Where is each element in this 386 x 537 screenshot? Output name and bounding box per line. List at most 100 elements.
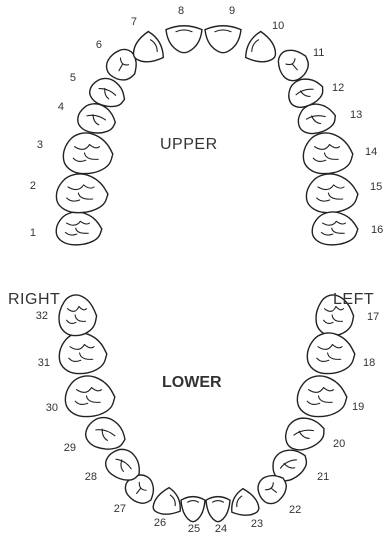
tooth-groove: [323, 306, 337, 312]
tooth-24[interactable]: [205, 495, 231, 523]
tooth-4[interactable]: [76, 101, 118, 136]
tooth-outline: [297, 103, 337, 135]
tooth-number-20: 20: [333, 438, 345, 450]
tooth-groove: [320, 231, 334, 236]
tooth-groove: [66, 306, 80, 312]
tooth-number-22: 22: [289, 504, 301, 516]
tooth-number-16: 16: [371, 224, 383, 236]
tooth-outline: [311, 211, 359, 246]
tooth-22[interactable]: [252, 468, 292, 508]
tooth-groove: [65, 220, 81, 226]
tooth-outline: [77, 103, 117, 134]
tooth-16[interactable]: [311, 211, 359, 246]
tooth-outline: [58, 294, 98, 337]
tooth-number-23: 23: [251, 518, 263, 530]
tooth-25[interactable]: [180, 495, 206, 523]
tooth-groove: [66, 319, 77, 325]
tooth-groove: [328, 144, 341, 149]
tooth-18[interactable]: [306, 332, 356, 375]
tooth-groove: [285, 58, 296, 66]
tooth-12[interactable]: [284, 73, 327, 111]
tooth-groove: [86, 114, 107, 121]
tooth-1[interactable]: [55, 211, 103, 246]
tooth-outline: [165, 25, 203, 54]
tooth-groove: [136, 487, 142, 495]
tooth-32[interactable]: [58, 294, 98, 337]
tooth-17[interactable]: [315, 294, 355, 337]
tooth-groove: [74, 400, 89, 406]
tooth-outline: [62, 132, 114, 175]
tooth-29[interactable]: [83, 414, 129, 454]
tooth-groove: [67, 184, 85, 191]
tooth-3[interactable]: [62, 132, 114, 175]
right-side-label: RIGHT: [8, 291, 60, 308]
tooth-groove: [98, 88, 117, 96]
tooth-15[interactable]: [305, 173, 359, 214]
tooth-outline: [205, 495, 231, 523]
tooth-outline: [204, 25, 242, 54]
tooth-number-18: 18: [363, 357, 375, 369]
tooth-groove: [293, 429, 315, 436]
tooth-6[interactable]: [102, 44, 144, 86]
tooth-outline: [231, 487, 260, 516]
tooth-19[interactable]: [296, 375, 348, 418]
tooth-groove: [331, 314, 344, 322]
tooth-9[interactable]: [204, 25, 242, 54]
tooth-groove: [283, 463, 296, 469]
tooth-groove: [299, 90, 311, 97]
tooth-groove: [316, 357, 330, 363]
tooth-groove: [79, 352, 94, 360]
tooth-number-24: 24: [215, 523, 227, 535]
tooth-groove: [68, 357, 82, 363]
tooth-groove: [78, 306, 88, 311]
tooth-outline: [180, 495, 206, 523]
tooth-outline: [55, 211, 103, 246]
tooth-outline: [152, 486, 181, 515]
tooth-outline: [58, 332, 108, 375]
tooth-10[interactable]: [242, 29, 282, 69]
tooth-groove: [75, 227, 89, 234]
tooth-groove: [298, 430, 310, 439]
tooth-groove: [214, 29, 232, 33]
tooth-11[interactable]: [272, 43, 314, 85]
tooth-outline: [288, 78, 324, 109]
tooth-13[interactable]: [296, 101, 338, 136]
tooth-30[interactable]: [64, 375, 116, 418]
tooth-outline: [306, 332, 356, 375]
tooth-number-25: 25: [188, 523, 200, 535]
tooth-outline: [104, 448, 140, 481]
tooth-number-30: 30: [46, 402, 58, 414]
tooth-groove: [72, 157, 87, 163]
tooth-groove: [291, 63, 298, 71]
tooth-14[interactable]: [302, 132, 354, 175]
tooth-groove: [77, 192, 94, 200]
tooth-groove: [305, 115, 326, 120]
tooth-8[interactable]: [165, 25, 203, 54]
tooth-groove: [316, 197, 331, 202]
tooth-outline: [84, 416, 126, 450]
tooth-groove: [92, 114, 100, 126]
tooth-groove: [322, 387, 335, 392]
tooth-number-17: 17: [367, 311, 379, 323]
tooth-23[interactable]: [228, 487, 263, 522]
teeth-group: [55, 25, 359, 523]
tooth-groove: [74, 314, 87, 322]
tooth-groove: [331, 227, 345, 234]
tooth-5[interactable]: [87, 74, 130, 112]
tooth-groove: [270, 487, 278, 493]
tooth-number-3: 3: [37, 139, 43, 151]
tooth-26[interactable]: [148, 486, 183, 521]
tooth-7[interactable]: [127, 29, 167, 69]
tooth-20[interactable]: [282, 413, 328, 453]
tooth-31[interactable]: [58, 332, 108, 375]
tooth-28[interactable]: [101, 443, 146, 486]
tooth-outline: [284, 417, 325, 451]
left-side-label: LEFT: [333, 291, 374, 308]
tooth-21[interactable]: [267, 443, 312, 486]
tooth-2[interactable]: [55, 173, 109, 214]
tooth-number-29: 29: [64, 442, 76, 454]
tooth-groove: [323, 152, 339, 160]
tooth-groove: [335, 306, 345, 311]
